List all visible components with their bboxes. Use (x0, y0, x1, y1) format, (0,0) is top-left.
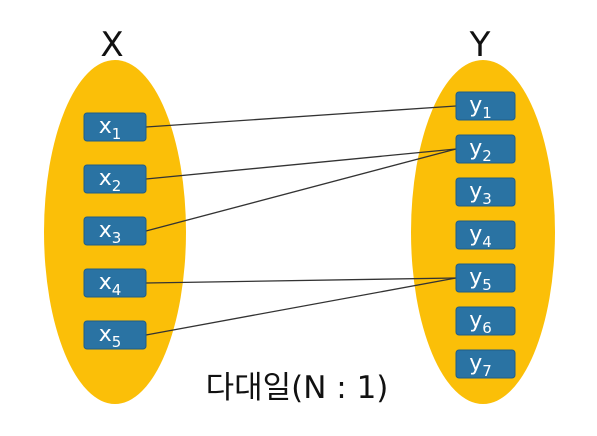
set-y-element: y7 (455, 349, 516, 380)
mapping-edges (145, 105, 457, 336)
set-y-element: y3 (455, 177, 516, 208)
set-y-element: y4 (455, 220, 516, 251)
element-label: x1 (99, 114, 122, 143)
element-label: y3 (469, 179, 492, 208)
element-box (83, 268, 147, 298)
element-box (455, 177, 516, 207)
set-y-element: y5 (455, 263, 516, 294)
set-x-elements: x1 x2 x3 x4 x5 (83, 112, 147, 351)
element-box (455, 306, 516, 336)
set-y-element: y2 (455, 134, 516, 165)
set-y-elements: y1 y2 y3 y4 y5 y6 y7 (455, 91, 516, 380)
element-label: y7 (469, 351, 492, 380)
element-label: y2 (469, 136, 492, 165)
element-box (83, 320, 147, 350)
set-x-element: x1 (83, 112, 147, 143)
mapping-arrow (145, 105, 457, 128)
element-box (83, 112, 147, 142)
element-box (455, 134, 516, 164)
element-label: y1 (469, 93, 492, 122)
element-label: x5 (99, 322, 122, 351)
relation-caption: 다대일(N : 1) (206, 370, 389, 406)
set-x-element: x5 (83, 320, 147, 351)
set-y-element: y1 (455, 91, 516, 122)
set-x-element: x2 (83, 164, 147, 195)
set-y-title: Y (469, 25, 491, 65)
mapping-arrow (145, 277, 457, 336)
element-label: x4 (99, 270, 122, 299)
set-x-element: x4 (83, 268, 147, 299)
element-label: x2 (99, 166, 122, 195)
mapping-arrow (145, 148, 457, 180)
element-box (83, 216, 147, 246)
element-box (455, 263, 516, 293)
set-y-element: y6 (455, 306, 516, 337)
element-label: y6 (469, 308, 492, 337)
set-x-element: x3 (83, 216, 147, 247)
element-label: y5 (469, 265, 492, 294)
set-x-title: X (100, 25, 123, 65)
element-box (455, 91, 516, 121)
element-box (83, 164, 147, 194)
element-label: x3 (99, 218, 122, 247)
element-box (455, 220, 516, 250)
mapping-arrow (145, 148, 457, 232)
element-box (455, 349, 516, 379)
element-label: y4 (469, 222, 492, 251)
mapping-arrow (145, 277, 457, 284)
